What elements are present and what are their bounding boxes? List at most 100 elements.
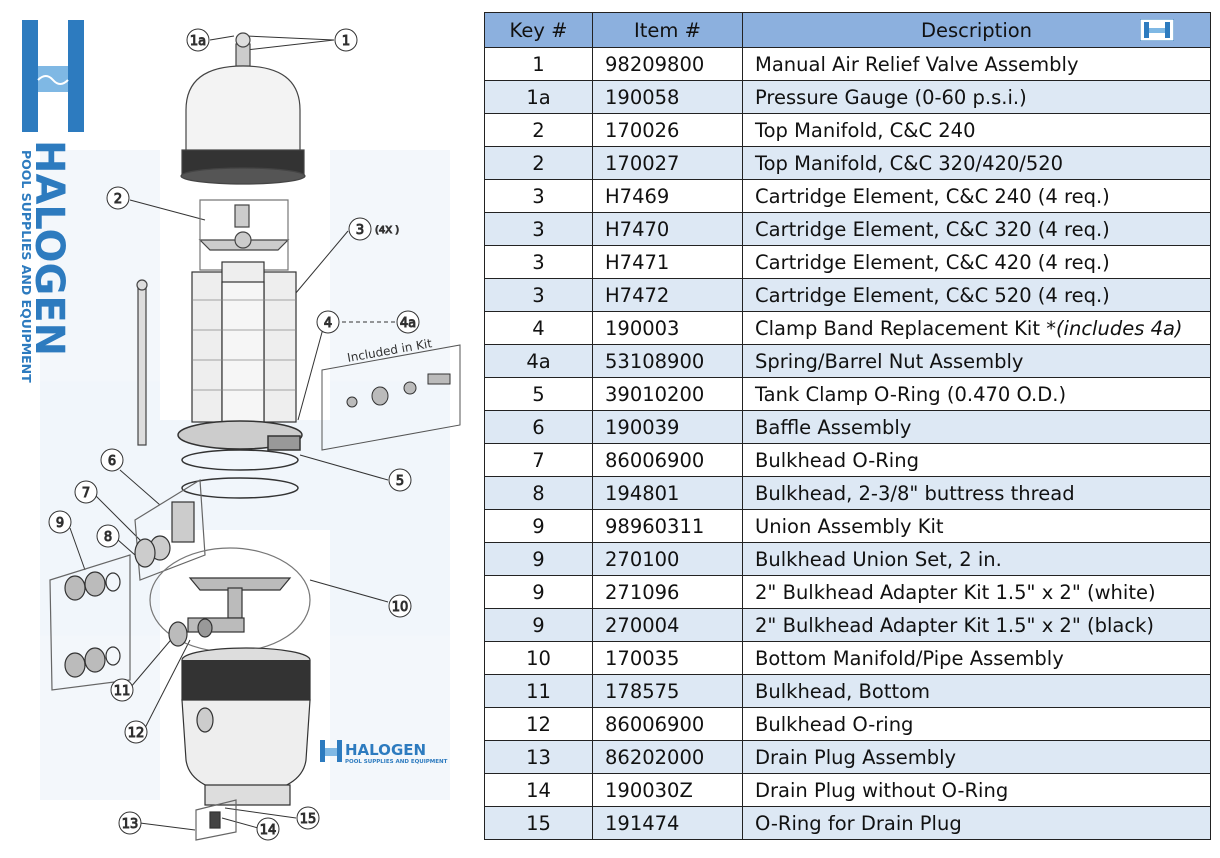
cell-item: 98209800 [592,47,743,81]
cell-key: 4 [484,311,593,345]
halogen-logo-vertical: HALOGEN POOL SUPPLIES AND EQUIPMENT [19,20,84,383]
halogen-logo-small: HALOGEN POOL SUPPLIES AND EQUIPMENT [320,740,448,765]
cell-item: 170026 [592,113,743,147]
cell-key: 4a [484,344,593,378]
svg-text:1a: 1a [190,34,206,49]
cell-item: 178575 [592,674,743,708]
callout-4: 4 [316,310,340,334]
cell-item: H7471 [592,245,743,279]
cell-key: 11 [484,674,593,708]
description-text: Spring/Barrel Nut Assembly [755,349,1024,373]
callout-6: 6 [100,448,124,472]
cell-item: 190058 [592,80,743,114]
svg-text:11: 11 [114,684,131,699]
cell-key: 2 [484,113,593,147]
cell-description: Cartridge Element, C&C 320 (4 req.) [742,212,1211,246]
description-text: Bulkhead O-ring [755,712,914,736]
description-text: Baffle Assembly [755,415,912,439]
svg-text:9: 9 [56,516,64,531]
cell-description: Cartridge Element, C&C 520 (4 req.) [742,278,1211,312]
callout-10: 10 [388,594,412,618]
description-text: Tank Clamp O-Ring (0.470 O.D.) [755,382,1067,406]
callout-1a: 1a [186,28,210,52]
svg-text:6: 6 [108,454,116,469]
tank-lid [180,32,306,185]
cell-key: 8 [484,476,593,510]
svg-text:1: 1 [342,34,350,49]
description-text: Pressure Gauge (0-60 p.s.i.) [755,85,1027,109]
svg-text:8: 8 [104,530,112,545]
description-text: Union Assembly Kit [755,514,944,538]
description-text: Cartridge Element, C&C 420 (4 req.) [755,250,1110,274]
description-text: Bulkhead, Bottom [755,679,931,703]
cell-key: 10 [484,641,593,675]
drain-plug [195,799,237,841]
cell-description: Top Manifold, C&C 320/420/520 [742,146,1211,180]
cell-item: 98960311 [592,509,743,543]
description-text: Cartridge Element, C&C 320 (4 req.) [755,217,1110,241]
description-text: Cartridge Element, C&C 520 (4 req.) [755,283,1110,307]
description-text: Bulkhead Union Set, 2 in. [755,547,1002,571]
logo-word-vertical: HALOGEN [26,140,72,356]
cell-description: Cartridge Element, C&C 240 (4 req.) [742,179,1211,213]
description-text: Bottom Manifold/Pipe Assembly [755,646,1064,670]
cell-item: 86202000 [592,740,743,774]
cell-key: 3 [484,245,593,279]
svg-text:15: 15 [300,812,317,827]
clamp-band [177,420,303,499]
callout-7: 7 [74,480,98,504]
table-header: Key # Item # Description [484,12,1211,48]
callout-12: 12 [124,720,148,744]
cell-item: 270100 [592,542,743,576]
cell-key: 13 [484,740,593,774]
description-text: 2" Bulkhead Adapter Kit 1.5" x 2" (white… [755,580,1156,604]
logo-tagline-small: POOL SUPPLIES AND EQUIPMENT [345,759,448,765]
cell-description: Top Manifold, C&C 240 [742,113,1211,147]
cell-key: 3 [484,179,593,213]
description-text: Top Manifold, C&C 240 [755,118,976,142]
cell-key: 14 [484,773,593,807]
description-text: Drain Plug Assembly [755,745,957,769]
cell-item: 190039 [592,410,743,444]
callout-4a: 4a [396,310,420,334]
cell-description: Manual Air Relief Valve Assembly [742,47,1211,81]
cell-description: Cartridge Element, C&C 420 (4 req.) [742,245,1211,279]
cell-item: 270004 [592,608,743,642]
cell-key: 3 [484,278,593,312]
description-text: 2" Bulkhead Adapter Kit 1.5" x 2" (black… [755,613,1154,637]
cell-key: 6 [484,410,593,444]
description-note: (includes 4a) [1055,316,1183,340]
cell-item: 170035 [592,641,743,675]
cell-description: Bulkhead Union Set, 2 in. [742,542,1211,576]
air-relief-tube [136,279,148,446]
callout-2: 2 [106,186,130,210]
cell-description: Bulkhead O-Ring [742,443,1211,477]
cell-key: 7 [484,443,593,477]
cell-description: Spring/Barrel Nut Assembly [742,344,1211,378]
cell-key: 15 [484,806,593,840]
union-kit-box [49,554,131,691]
description-text: Top Manifold, C&C 320/420/520 [755,151,1064,175]
description-text: Manual Air Relief Valve Assembly [755,52,1079,76]
halogen-header-icon [1140,19,1174,41]
tank-body [181,647,311,806]
callout-1: 1 [334,28,358,52]
cell-key: 12 [484,707,593,741]
description-text: Cartridge Element, C&C 240 (4 req.) [755,184,1110,208]
header-description: Description [742,12,1211,48]
cell-key: 5 [484,377,593,411]
svg-text:14: 14 [260,823,277,838]
cell-description: O-Ring for Drain Plug [742,806,1211,840]
